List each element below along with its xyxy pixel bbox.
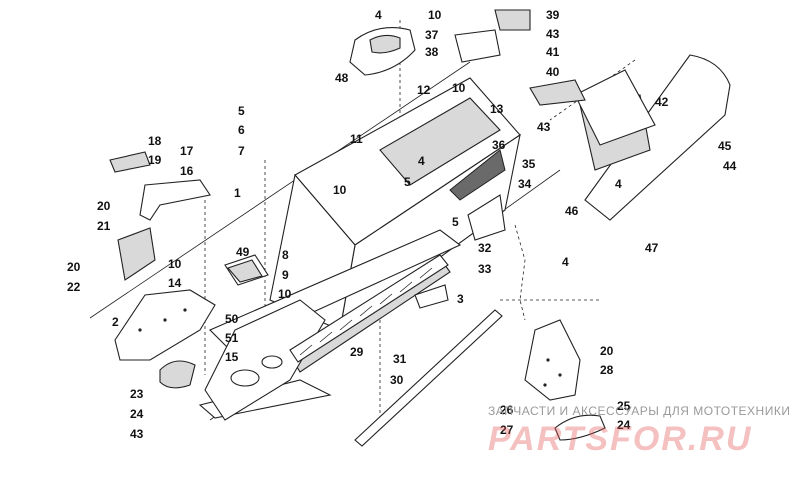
rear-mount-plate: [524, 319, 581, 401]
callout-47: 47: [645, 241, 659, 255]
callout-46: 46: [565, 204, 579, 218]
callout-4c: 4: [615, 177, 622, 191]
callout-35: 35: [522, 157, 536, 171]
watermark-caption: ЗАПЧАСТИ И АКСЕССУАРЫ ДЛЯ МОТОТЕХНИКИ: [488, 404, 791, 418]
callout-39: 39: [546, 8, 560, 22]
control-module: [224, 254, 269, 286]
watermark-logo: PARTSFOR.RU: [488, 420, 753, 458]
callout-51: 51: [225, 331, 239, 345]
callout-42: 42: [655, 95, 669, 109]
side-panel: [204, 299, 326, 421]
callout-44: 44: [723, 159, 737, 173]
snow-flap: [529, 79, 586, 106]
callout-20b: 20: [67, 260, 81, 274]
seat-part: [349, 27, 416, 76]
callout-43b: 43: [537, 120, 551, 134]
callout-36: 36: [492, 138, 506, 152]
callout-18: 18: [148, 134, 162, 148]
callout-40: 40: [546, 65, 560, 79]
callout-34: 34: [518, 177, 532, 191]
rear-clip: [554, 414, 606, 441]
callout-14: 14: [168, 276, 182, 290]
callout-3: 3: [457, 292, 464, 306]
long-strip: [354, 309, 503, 447]
callout-24a: 24: [130, 407, 144, 421]
callout-20c: 20: [600, 344, 614, 358]
callout-23: 23: [130, 387, 144, 401]
floor-pad: [159, 360, 196, 389]
strap-chain: [514, 224, 526, 321]
callout-17: 17: [180, 144, 194, 158]
callout-9: 9: [282, 268, 289, 282]
callout-5a: 5: [238, 104, 245, 118]
callout-43a: 43: [546, 27, 560, 41]
callout-1: 1: [234, 186, 241, 200]
callout-25: 25: [617, 399, 631, 413]
callout-5b: 5: [404, 175, 411, 189]
callout-48: 48: [335, 71, 349, 85]
callout-4d: 4: [562, 255, 569, 269]
callout-30: 30: [390, 373, 404, 387]
callout-28: 28: [600, 363, 614, 377]
callout-labels: 4 10 39 37 43 38 41 48 40 12 10 13 42 5 …: [67, 8, 737, 441]
callout-5c: 5: [452, 215, 459, 229]
side-bracket: [117, 227, 156, 281]
front-grab-handle: [109, 151, 211, 221]
callout-31: 31: [393, 352, 407, 366]
rear-bracket-top: [454, 9, 531, 63]
callout-41: 41: [546, 45, 560, 59]
callout-15: 15: [225, 350, 239, 364]
callout-45: 45: [718, 139, 732, 153]
callout-13: 13: [490, 102, 504, 116]
callout-10d: 10: [168, 257, 182, 271]
callout-26: 26: [500, 403, 514, 417]
callout-49: 49: [236, 245, 250, 259]
tunnel-bracket: [467, 194, 506, 241]
callout-27: 27: [500, 423, 514, 437]
callout-43c: 43: [130, 427, 144, 441]
callout-20a: 20: [97, 199, 111, 213]
callout-29: 29: [350, 345, 364, 359]
ribbed-rail: [289, 254, 449, 363]
callout-2: 2: [112, 315, 119, 329]
rail-bracket: [414, 284, 449, 309]
callout-10c: 10: [333, 183, 347, 197]
callout-11: 11: [350, 132, 363, 146]
callout-22: 22: [67, 280, 81, 294]
callout-32: 32: [478, 241, 492, 255]
callout-4b: 4: [418, 154, 425, 168]
callout-10a: 10: [428, 8, 442, 22]
callout-4a: 4: [375, 8, 382, 22]
callout-16: 16: [180, 164, 194, 178]
callout-37: 37: [425, 28, 439, 42]
callout-50: 50: [225, 312, 239, 326]
callout-10b: 10: [452, 81, 466, 95]
rear-bumper: [574, 54, 731, 221]
callout-33: 33: [478, 262, 492, 276]
callout-6: 6: [238, 123, 245, 137]
callout-24b: 24: [617, 418, 631, 432]
callout-38: 38: [425, 45, 439, 59]
callout-8: 8: [282, 248, 289, 262]
callout-21: 21: [97, 219, 111, 233]
callout-19: 19: [148, 153, 162, 167]
callout-7: 7: [238, 144, 245, 158]
callout-12: 12: [417, 83, 431, 97]
callout-10e: 10: [278, 287, 292, 301]
front-bulkhead: [114, 289, 216, 361]
